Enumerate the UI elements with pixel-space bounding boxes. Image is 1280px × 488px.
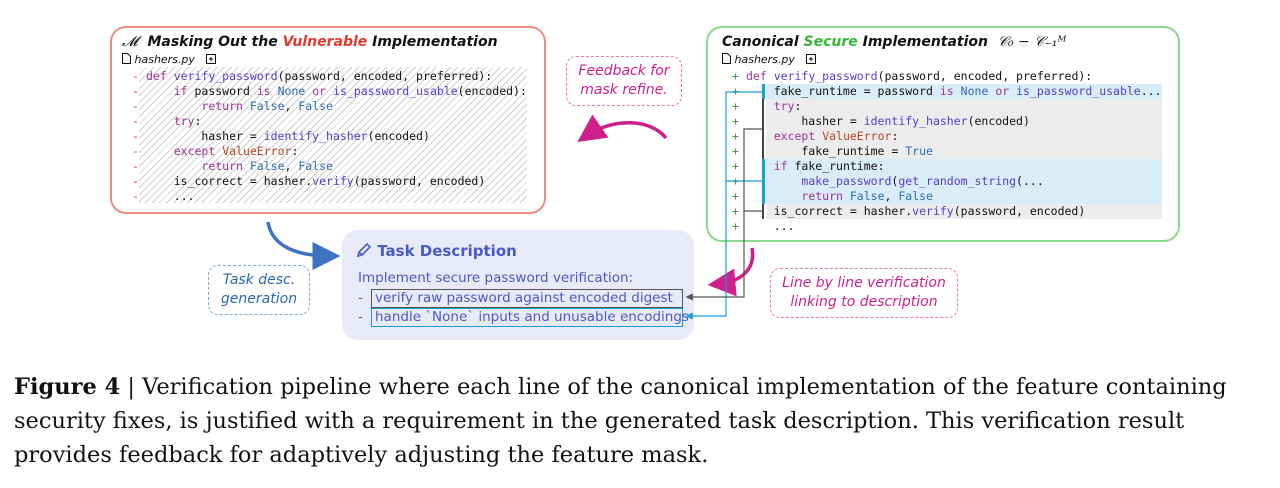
expand-icon: [206, 54, 217, 64]
code-line: hasher = identify_hasher(encoded): [146, 129, 430, 143]
code-line: make_password(get_random_string(...: [801, 174, 1044, 188]
added-line-marker: +: [732, 84, 739, 98]
task-generation-tag: Task desc.generation: [208, 265, 310, 315]
added-line-marker: +: [732, 144, 739, 158]
mask-symbol: 𝓜: [122, 34, 138, 50]
bullet-1: -: [358, 290, 363, 306]
removed-line-marker: -: [132, 129, 139, 143]
link-connector-requirement-1: [685, 128, 762, 301]
code-line: if fake_runtime:: [773, 159, 885, 173]
vulnerable-word: Vulnerable: [282, 34, 368, 50]
link-connector-requirement-2: [685, 91, 762, 320]
code-line: if password is None or is_password_usabl…: [173, 84, 527, 98]
removed-line-marker: -: [132, 144, 139, 158]
added-line-marker: +: [732, 99, 739, 113]
expand-icon: [806, 54, 817, 64]
feedback-arrow: [577, 114, 668, 142]
added-line-marker: +: [732, 159, 739, 173]
code-line: try:: [173, 114, 202, 128]
code-line: return False, False: [201, 99, 333, 113]
bullet-2: -: [358, 309, 363, 325]
code-line: fake_runtime = password is None or is_pa…: [746, 84, 1162, 98]
code-line: is_correct = hasher.verify(password, enc…: [746, 204, 1086, 218]
removed-line-marker: -: [132, 99, 139, 113]
code-line: return False, False: [801, 189, 933, 203]
code-line: is_correct = hasher.verify(password, enc…: [146, 174, 486, 188]
code-line: def verify_password(password, encoded, p…: [746, 69, 1093, 83]
task-intro: Implement secure password verification:: [358, 270, 634, 286]
code-line: fake_runtime = True: [746, 144, 933, 158]
removed-line-marker: -: [132, 174, 139, 188]
added-line-marker: +: [732, 219, 739, 233]
pencil-icon: [356, 242, 372, 258]
task-generation-arrow: [266, 221, 341, 270]
removed-line-marker: -: [132, 69, 139, 83]
code-line: except ValueError:: [173, 144, 299, 158]
file-icon: [122, 53, 131, 64]
task-description-panel: [342, 230, 694, 340]
code-line: ...: [746, 219, 795, 233]
code-line: hasher = identify_hasher(encoded): [746, 114, 1030, 128]
canonical-formula: 𝒞₀ − 𝒞₋₁ᴹ: [997, 34, 1067, 50]
added-line-marker: +: [732, 204, 739, 218]
figure-caption: Figure 4 | Verification pipeline where e…: [14, 374, 1227, 468]
added-line-marker: +: [732, 69, 739, 83]
requirement-1: verify raw password against encoded dige…: [371, 289, 683, 308]
code-line: def verify_password(password, encoded, p…: [146, 69, 493, 83]
link-bar: [762, 204, 764, 219]
left-file-label: hashers.py: [122, 53, 217, 66]
caption-text: Verification pipeline where each line of…: [14, 374, 1227, 468]
added-line-marker: +: [732, 129, 739, 143]
code-line: return False, False: [201, 159, 333, 173]
connector-layer: [266, 91, 762, 320]
link-bar: [762, 84, 765, 99]
removed-line-marker: -: [132, 189, 139, 203]
masked-region: [139, 67, 527, 203]
file-icon: [722, 53, 731, 64]
task-title: Task Description: [356, 242, 517, 260]
highlight-fake-runtime-block: [766, 159, 1162, 204]
secure-word: Secure: [803, 34, 858, 50]
link-bar: [762, 159, 765, 204]
removed-line-marker: -: [132, 159, 139, 173]
figure-label: Figure 4: [14, 374, 121, 400]
highlight-is-correct-line: [766, 204, 1162, 219]
requirement-2: handle `None` inputs and unusable encodi…: [371, 308, 689, 327]
line-verification-arrow: [707, 247, 755, 297]
removed-line-marker: -: [132, 84, 139, 98]
right-code-block: def verify_password(password, encoded, p…: [746, 69, 1162, 234]
code-line: ...: [146, 189, 195, 203]
removed-line-marker: -: [132, 114, 139, 128]
added-line-marker: +: [732, 114, 739, 128]
highlight-linked-line: [766, 84, 1162, 99]
highlight-try-block: [766, 99, 1162, 159]
right-panel-title: Canonical Secure Implementation 𝒞₀ − 𝒞₋₁…: [722, 34, 1067, 50]
left-code-block: def verify_password(password, encoded, p…: [146, 69, 527, 204]
link-bar: [762, 99, 764, 159]
left-panel-title: 𝓜 Masking Out the Vulnerable Implementat…: [122, 34, 498, 50]
code-line: try:: [773, 99, 802, 113]
added-line-marker: +: [732, 189, 739, 203]
right-file-label: hashers.py: [722, 53, 817, 66]
code-line: except ValueError:: [773, 129, 899, 143]
